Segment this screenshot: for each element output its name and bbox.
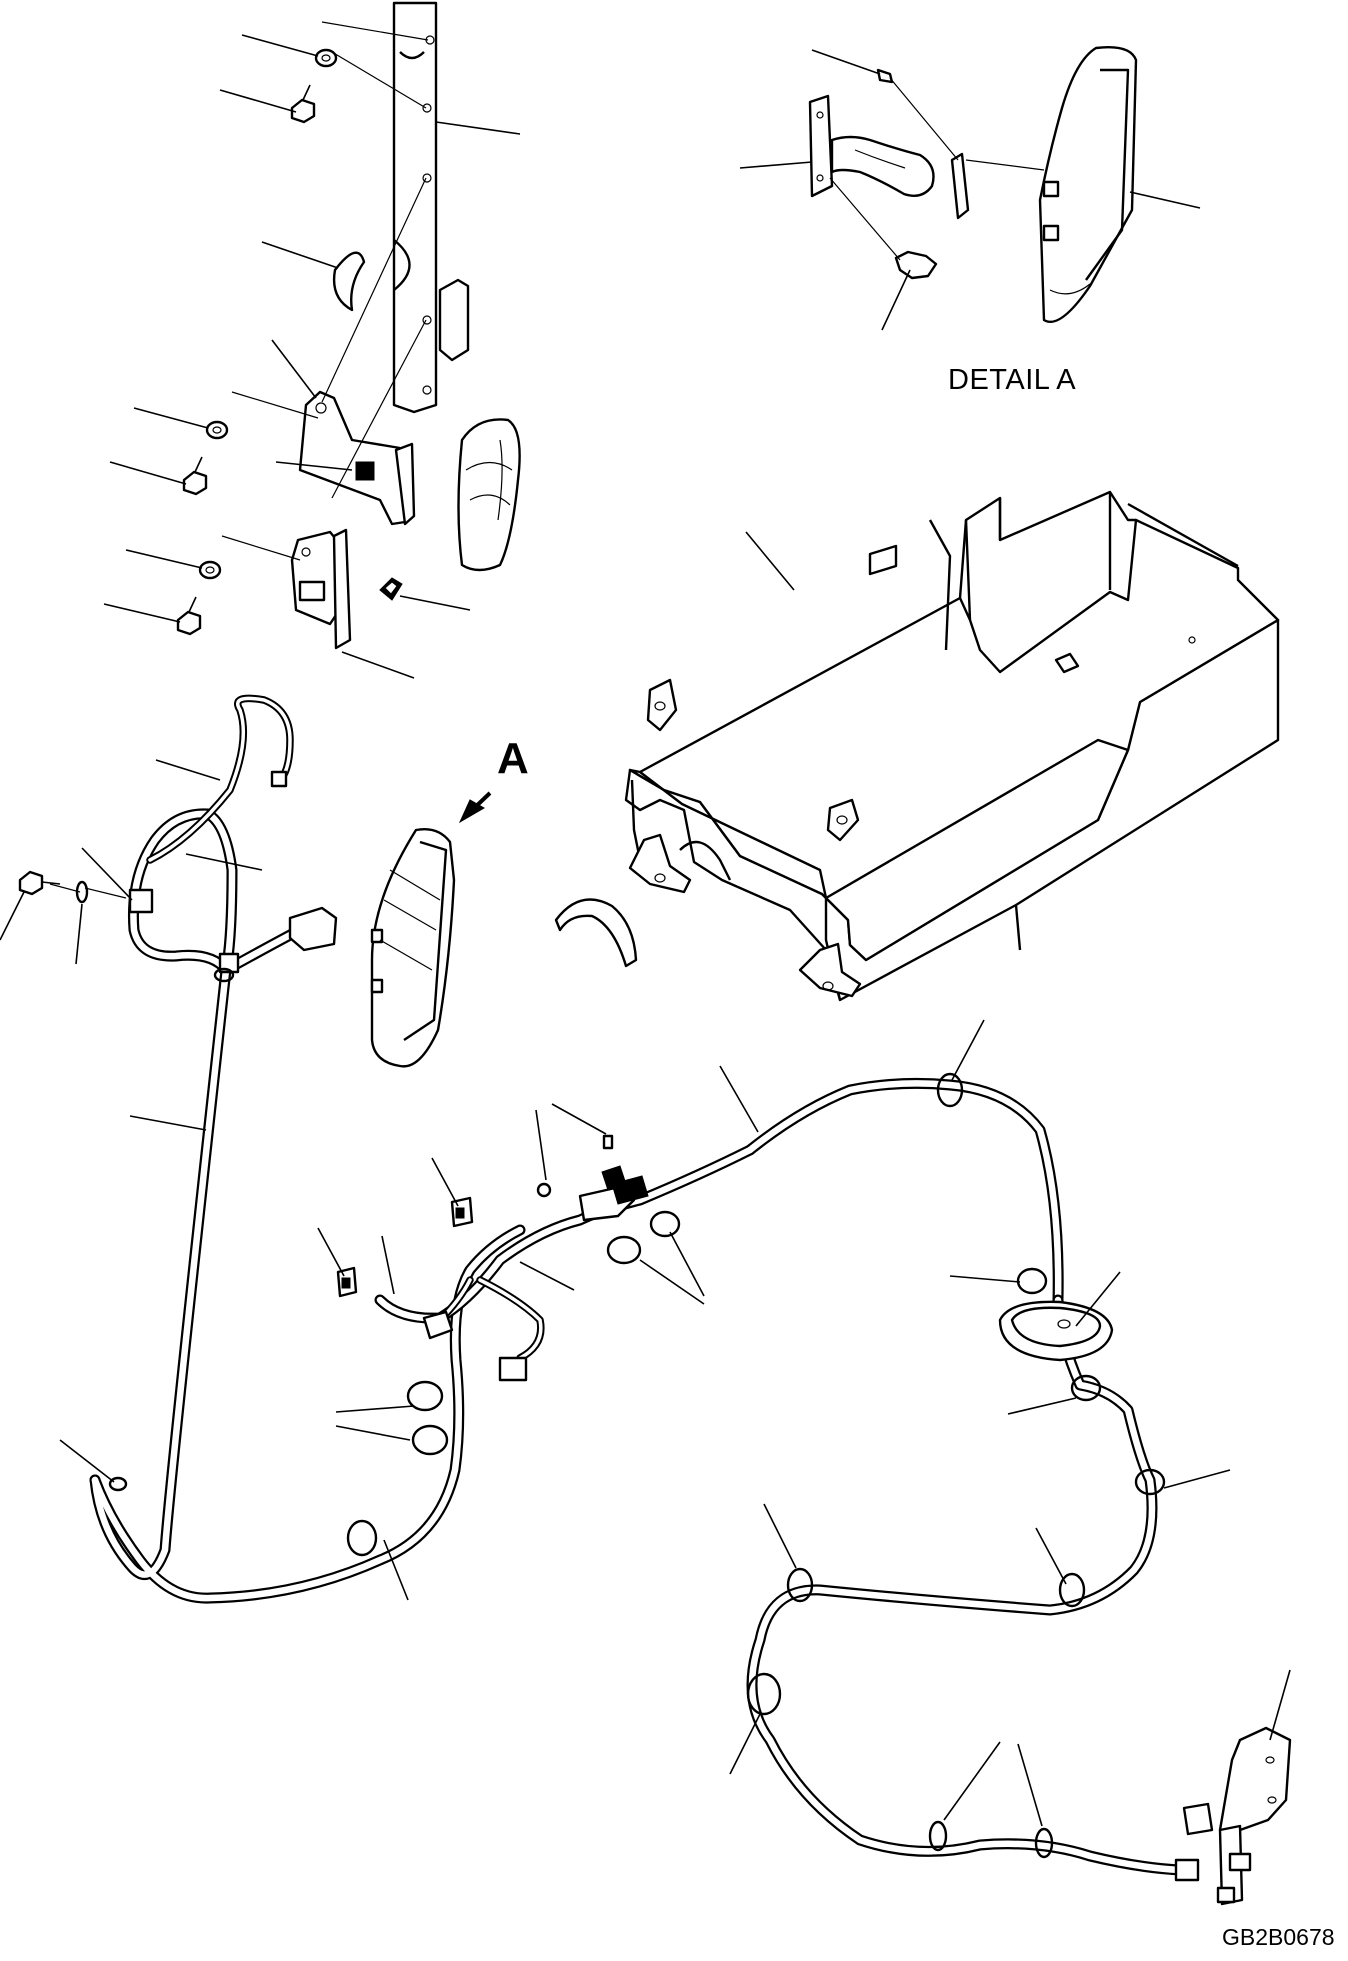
harness-clamps	[108, 967, 1166, 1859]
bottom-bracket	[1182, 1726, 1292, 1906]
detail-a-monitor	[1038, 46, 1138, 323]
grommet	[998, 1300, 1114, 1362]
storage-tray	[624, 490, 1280, 1002]
detail-a-mount-arm	[808, 94, 970, 220]
angle-bracket	[298, 390, 416, 526]
view-direction-letter: A	[497, 734, 529, 783]
monitor-cover	[457, 418, 521, 572]
detail-a-bolt	[894, 250, 938, 280]
drawing-code: GB2B0678	[1222, 1924, 1335, 1950]
right-harness	[746, 1294, 1200, 1882]
middle-bolt	[182, 456, 208, 496]
mounting-plate	[392, 1, 470, 414]
lower-bracket	[290, 528, 352, 650]
arrow-icon	[458, 791, 492, 824]
upper-left-leaders	[103, 21, 521, 679]
detail-a-small-screw	[876, 68, 894, 84]
tray-feet	[628, 678, 862, 998]
lower-washer	[198, 560, 222, 580]
upper-bolt	[290, 84, 316, 124]
curved-clip	[554, 898, 638, 968]
detail-a-label: DETAIL A	[948, 364, 1077, 396]
upper-washer	[314, 48, 338, 68]
half-ring-clip	[332, 251, 366, 312]
lower-left-hardware	[18, 870, 127, 904]
left-harness	[89, 694, 526, 1604]
monitor-front	[370, 828, 456, 1068]
middle-washer	[205, 420, 229, 440]
tray-leader	[745, 531, 795, 591]
small-cushion	[379, 577, 403, 601]
center-harness	[336, 1077, 1064, 1382]
lower-bolt	[176, 596, 202, 636]
detail-a-leaders	[739, 49, 1201, 331]
harness-leaders	[0, 759, 1291, 1827]
